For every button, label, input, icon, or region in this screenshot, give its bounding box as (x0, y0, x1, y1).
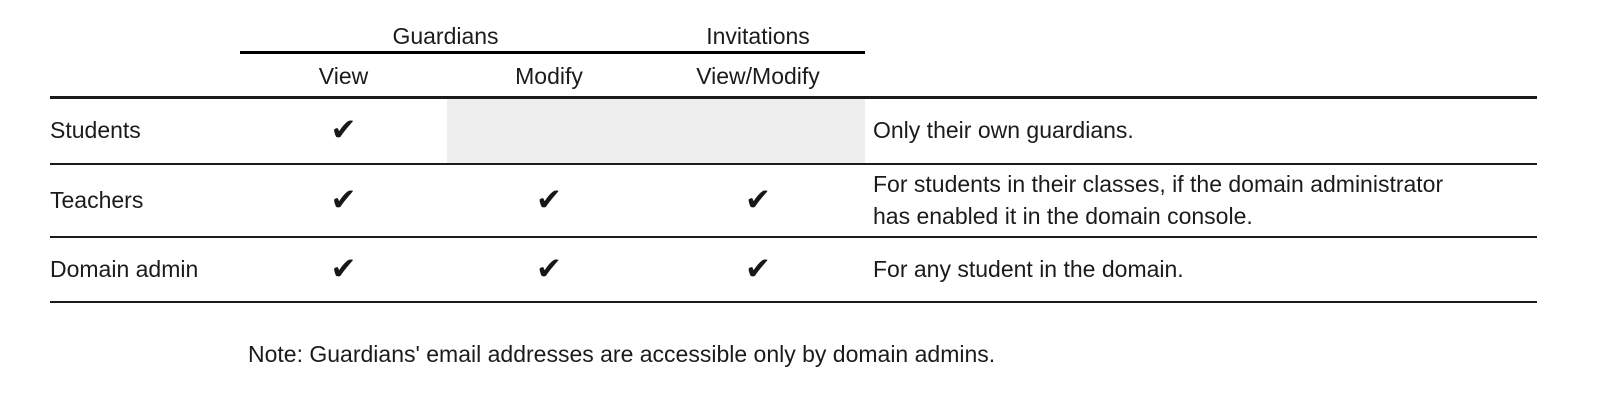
column-header-guardians-view: View (318, 62, 369, 89)
group-header-guardians: Guardians (240, 8, 651, 54)
header-bottom-rule-line (50, 95, 1537, 99)
checkmark-icon: ✔ (536, 250, 562, 287)
row-label-students: Students (50, 117, 141, 144)
description-line: Only their own guardians. (873, 117, 1134, 144)
guardian-permissions-table: Guardians Invitations View Modify View/M… (50, 8, 1537, 303)
table-row: Teachers ✔ ✔ ✔ For students in their cla… (50, 164, 1537, 236)
cell-students-guardians-view: ✔ (240, 98, 447, 164)
cell-teachers-description: For students in their classes, if the do… (865, 164, 1537, 236)
cell-teachers-guardians-modify: ✔ (447, 164, 651, 236)
cell-domain-admin-guardians-modify: ✔ (447, 237, 651, 301)
checkmark-icon: ✔ (536, 181, 562, 218)
column-header-invitations-view-modify: View/Modify (696, 62, 820, 89)
column-header-role (50, 53, 240, 97)
column-header-details (865, 53, 1537, 97)
table-row: Domain admin ✔ ✔ ✔ For any student in th… (50, 237, 1537, 301)
group-header-row: Guardians Invitations (50, 8, 1537, 54)
group-header-spacer-left (50, 8, 240, 53)
checkmark-icon: ✔ (745, 250, 771, 287)
table-bottom-rule-line (50, 300, 1537, 303)
cell-teachers-guardians-view: ✔ (240, 164, 447, 236)
cell-domain-admin-invitations-view-modify: ✔ (651, 237, 865, 301)
checkmark-icon: ✔ (330, 250, 357, 287)
table-row: Students ✔ Only their own guardians. (50, 97, 1537, 164)
table-note: Note: Guardians' email addresses are acc… (248, 341, 996, 367)
table-bottom-rule (50, 300, 1537, 303)
cell-teachers-invitations-view-modify: ✔ (651, 164, 865, 236)
description-line: For any student in the domain. (873, 255, 1184, 282)
column-header-row: View Modify View/Modify (50, 53, 1537, 97)
group-header-spacer-right (865, 8, 1537, 53)
checkmark-icon: ✔ (745, 181, 771, 218)
column-header-guardians-modify: Modify (515, 62, 583, 89)
row-label-domain-admin: Domain admin (50, 255, 199, 282)
checkmark-icon: ✔ (330, 112, 357, 149)
row-label-teachers: Teachers (50, 186, 144, 213)
group-header-invitations: Invitations (651, 8, 865, 54)
cell-domain-admin-guardians-view: ✔ (240, 237, 447, 301)
description-line: For students in their classes, if the do… (873, 170, 1444, 197)
cell-students-guardians-modify (447, 97, 651, 163)
description-line: has enabled it in the domain console. (873, 202, 1253, 229)
cell-domain-admin-description: For any student in the domain. (865, 237, 1537, 301)
cell-students-description: Only their own guardians. (865, 98, 1537, 164)
checkmark-icon: ✔ (330, 181, 357, 218)
header-bottom-rule (50, 95, 1537, 99)
cell-students-invitations-view-modify (651, 97, 865, 163)
